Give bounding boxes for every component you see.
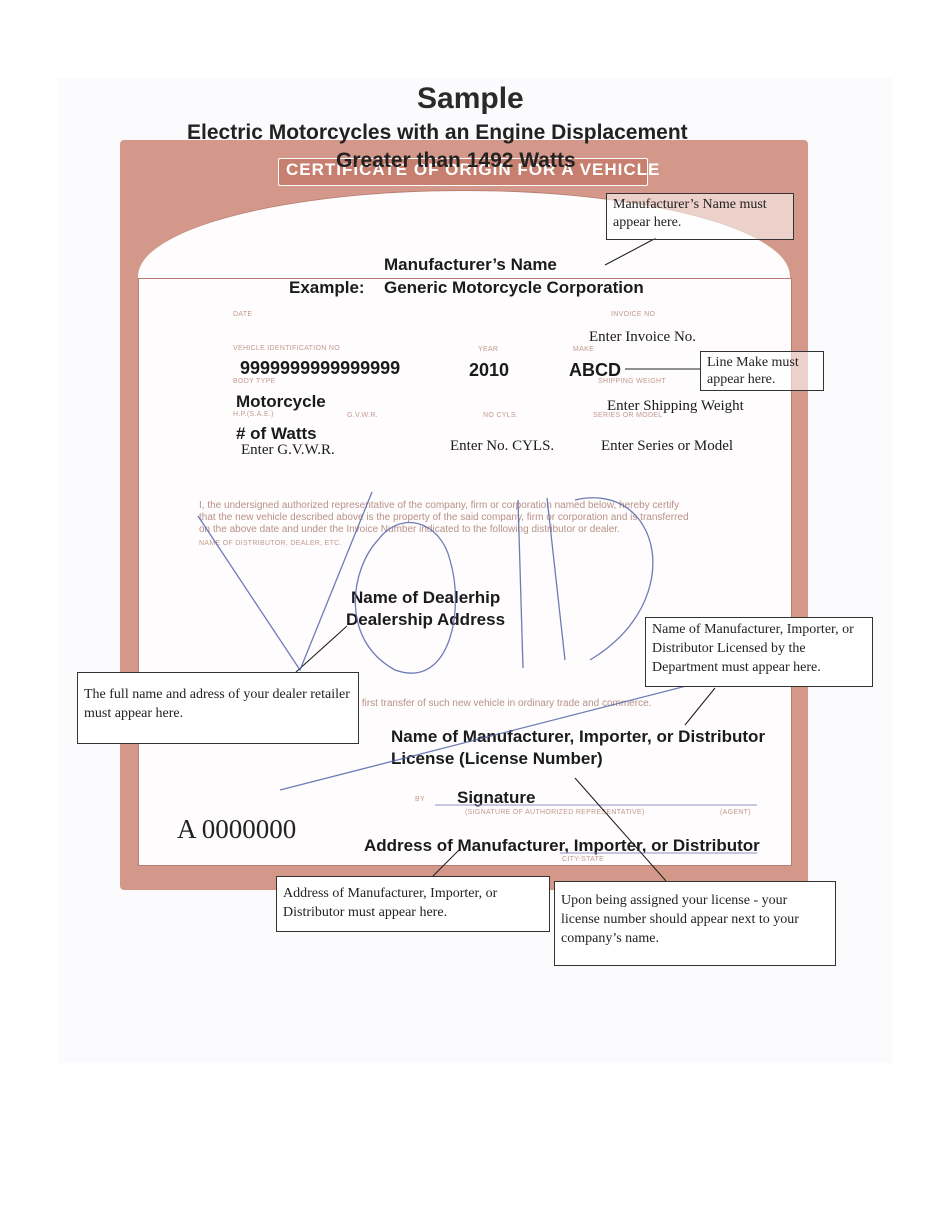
callout-address: Address of Manufacturer, Importer, or Di… xyxy=(276,876,550,932)
callout-license-number: Upon being assigned your license - your … xyxy=(554,881,836,966)
manufacturer-heading: Manufacturer’s Name xyxy=(384,255,557,274)
page-title: Sample xyxy=(417,82,524,115)
certificate-banner xyxy=(278,158,648,186)
void-scribble xyxy=(197,491,742,791)
signature-rule-lines xyxy=(435,804,757,854)
label-series: SERIES OR MODEL xyxy=(593,412,663,419)
serial-number: A 0000000 xyxy=(177,814,297,844)
subtitle-line-2: Greater than 1492 Watts xyxy=(336,149,576,172)
label-invoice: INVOICE NO xyxy=(611,311,656,318)
cyls-value: Enter No. CYLS. xyxy=(450,438,555,454)
callout-leader-lines xyxy=(295,237,716,882)
body-type-value: Motorcycle xyxy=(236,392,326,411)
certificate-banner-text: CERTIFICATE OF ORIGIN FOR A VEHICLE xyxy=(286,160,661,179)
certify-line-3: on the above date and under the Invoice … xyxy=(199,524,620,535)
gvwr-value: Enter G.V.W.R. xyxy=(241,442,335,458)
label-by: BY xyxy=(415,796,425,803)
label-agent: (AGENT) xyxy=(720,809,751,816)
label-year: YEAR xyxy=(478,346,499,353)
label-make: MAKE xyxy=(573,346,595,353)
label-distributor: NAME OF DISTRIBUTOR, DEALER, ETC. xyxy=(199,540,342,547)
dealer-name: Name of Dealerhip xyxy=(351,588,501,607)
signature-value: Signature xyxy=(457,788,536,807)
dealer-address: Dealership Address xyxy=(346,610,506,629)
hp-value: # of Watts xyxy=(236,424,317,443)
invoice-value: Enter Invoice No. xyxy=(589,329,697,345)
callout-licensed-by: Name of Manufacturer, Importer, or Distr… xyxy=(645,617,873,687)
manufacturer-address: Address of Manufacturer, Importer, or Di… xyxy=(364,836,760,855)
label-signature-caption: (SIGNATURE OF AUTHORIZED REPRESENTATIVE) xyxy=(465,809,645,816)
certify-line-1: I, the undersigned authorized representa… xyxy=(199,500,680,511)
label-cyls: NO CYLS. xyxy=(483,412,519,419)
certificate-body xyxy=(138,278,792,866)
make-value: ABCD xyxy=(569,360,621,380)
license-line: License (License Number) xyxy=(391,749,603,768)
certify-line-2: that the new vehicle described above is … xyxy=(199,512,689,523)
first-transfer-text: It is further certified that this was th… xyxy=(199,698,652,709)
label-gvwr: G.V.W.R. xyxy=(347,412,378,419)
shipping-weight-value: Enter Shipping Weight xyxy=(607,398,744,414)
vin-value: 9999999999999999 xyxy=(240,358,401,378)
callout-dealer: The full name and adress of your dealer … xyxy=(77,672,359,744)
callout-line-make: Line Make must appear here. xyxy=(700,351,824,391)
example-manufacturer: Generic Motorcycle Corporation xyxy=(384,278,644,297)
example-label: Example: xyxy=(289,278,365,297)
label-body-type: BODY TYPE xyxy=(233,378,276,385)
callout-manufacturer-name: Manufacturer’s Name must appear here. xyxy=(606,193,794,240)
series-value: Enter Series or Model xyxy=(601,438,734,454)
year-value: 2010 xyxy=(469,360,510,380)
label-date: DATE xyxy=(233,311,253,318)
label-shipping-weight: SHIPPING WEIGHT xyxy=(598,378,666,385)
manufacturer-line: Name of Manufacturer, Importer, or Distr… xyxy=(391,727,766,746)
label-hp: H.P.(S.A.E.) xyxy=(233,411,274,418)
subtitle-line-1: Electric Motorcycles with an Engine Disp… xyxy=(187,121,688,144)
label-vin: VEHICLE IDENTIFICATION NO xyxy=(233,345,340,352)
label-city-state: CITY-STATE xyxy=(562,856,605,863)
